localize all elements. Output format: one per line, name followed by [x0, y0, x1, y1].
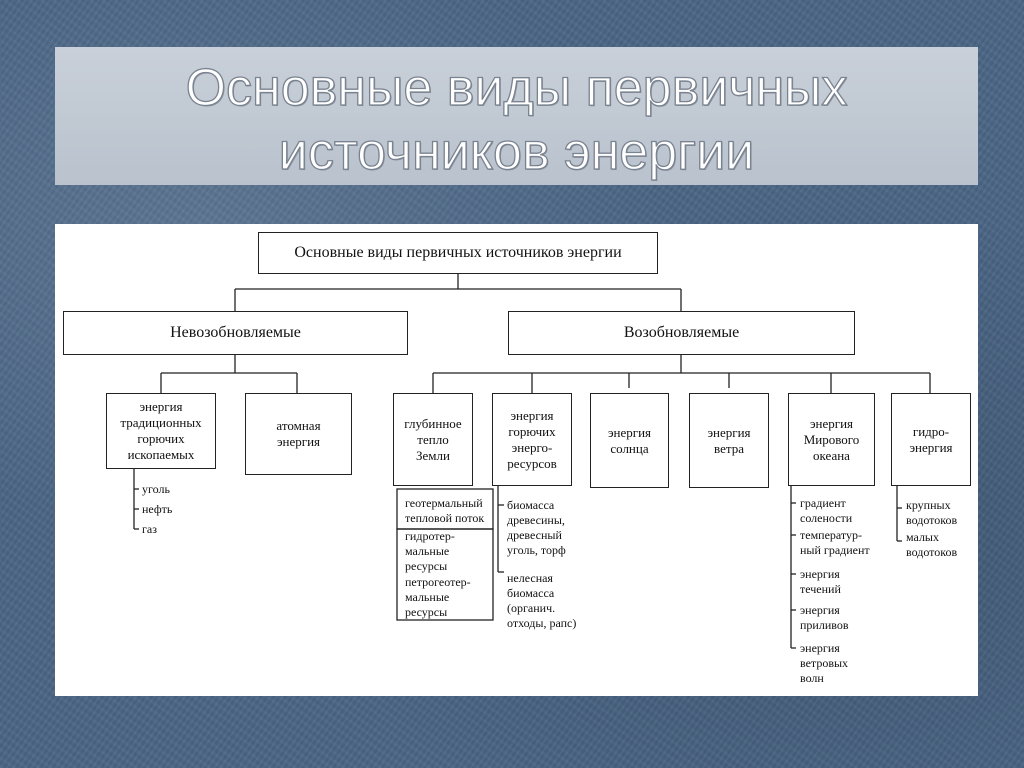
list-item-wind-waves: энергия ветровых волн [800, 641, 849, 685]
renewable-label: Возобновляемые [623, 324, 740, 341]
geothermal-node: глубинное тепло Земли [393, 393, 473, 486]
combustible-label: энергия горючих энерго- ресурсов [507, 407, 557, 471]
list-item-hydrothermal: гидротер- мальные ресурсы [405, 529, 455, 573]
list-item-small-rivers: малых водотоков [906, 530, 958, 559]
list-item-tides: энергия приливов [800, 603, 849, 632]
title-band: Основные виды первичных источников энерг… [55, 47, 978, 185]
nonrenewable-label: Невозобновляемые [170, 324, 301, 341]
list-item-gas: газ [142, 522, 157, 536]
root-label: Основные виды первичных источников энерг… [294, 244, 622, 261]
wind-node: энергия ветра [689, 393, 769, 488]
ocean-label: энергия Мирового океана [803, 415, 860, 463]
renewable-node: Возобновляемые [508, 311, 855, 355]
combustible-node: энергия горючих энерго- ресурсов [492, 393, 572, 486]
list-item-oil: нефть [142, 502, 173, 516]
nuclear-label: атомная энергия [276, 418, 321, 449]
list-item-geothermal-flux: геотермальный тепловой поток [405, 496, 485, 525]
list-item-currents: энергия течений [800, 567, 841, 596]
list-item-petrogeothermal: петрогеотер- мальные ресурсы [405, 575, 471, 619]
hydro-node: гидро- энергия [891, 393, 971, 486]
nuclear-node: атомная энергия [245, 393, 352, 475]
root-node: Основные виды первичных источников энерг… [258, 232, 658, 274]
wind-label: энергия ветра [707, 424, 751, 456]
list-item-wood-biomass: биомасса древесины, древесный уголь, тор… [507, 498, 566, 557]
list-item-temperature-gradient: температур- ный градиент [800, 528, 870, 557]
nonrenewable-node: Невозобновляемые [63, 311, 408, 355]
geothermal-label: глубинное тепло Земли [404, 415, 462, 463]
list-item-large-rivers: крупных водотоков [906, 498, 958, 527]
list-item-coal: уголь [142, 482, 170, 496]
fossil-fuels-node: энергия традиционных горючих ископаемых [106, 393, 216, 469]
fossil-fuels-label: энергия традиционных горючих ископаемых [120, 399, 202, 462]
ocean-node: энергия Мирового океана [788, 393, 875, 486]
hydro-label: гидро- энергия [909, 423, 953, 455]
slide-title: Основные виды первичных источников энерг… [185, 58, 848, 181]
list-item-non-forest-biomass: нелесная биомасса (органич. отходы, рапс… [507, 571, 577, 630]
list-item-salinity-gradient: градиент солености [800, 496, 853, 525]
solar-node: энергия солнца [590, 393, 669, 488]
connector-lines [133, 274, 931, 649]
diagram-panel: Основные виды первичных источников энерг… [55, 224, 978, 696]
solar-label: энергия солнца [607, 424, 652, 456]
